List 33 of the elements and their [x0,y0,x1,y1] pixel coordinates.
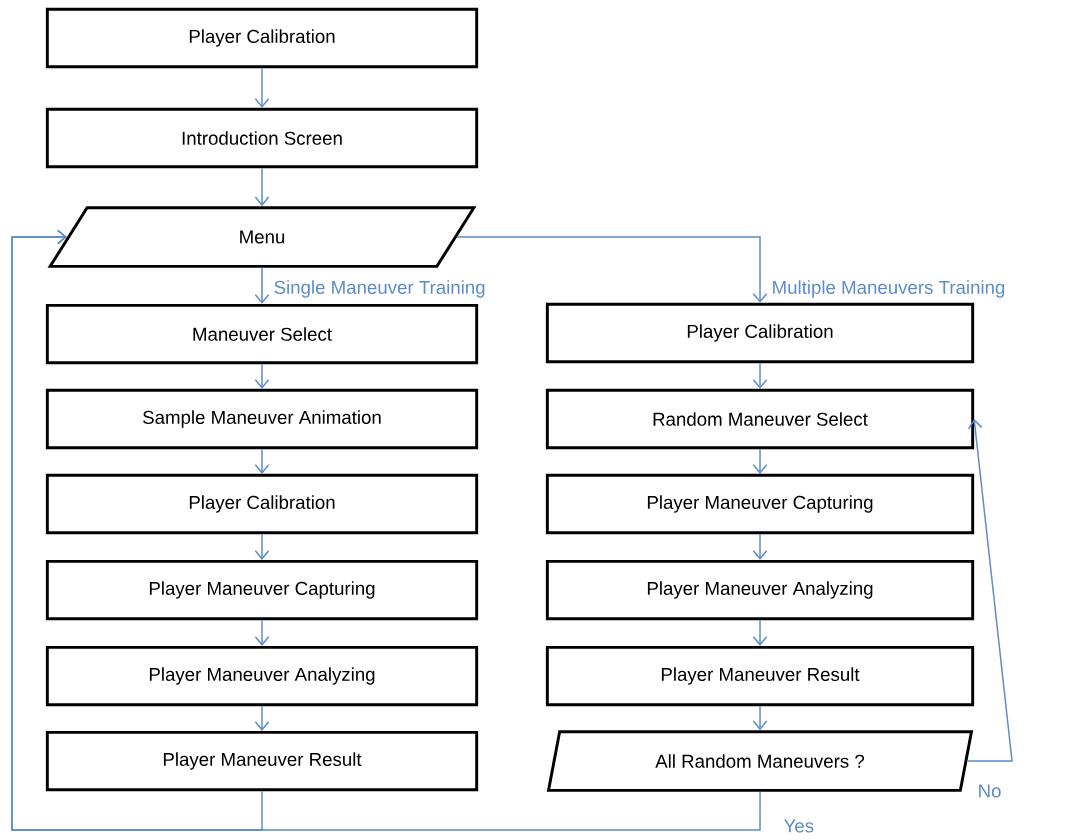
arrow [752,448,768,474]
arrow [752,705,768,731]
arrow [254,619,270,646]
arrow [752,362,768,389]
edge-label: No [976,783,1003,799]
process-box: Player Maneuver Capturing [45,559,479,621]
process-box: Random Maneuver Select [545,388,975,450]
edge-label: Single Maneuver Training [272,278,487,300]
edge-label: Multiple Maneuvers Training [770,278,1007,300]
process-box: Introduction Screen [45,107,479,169]
process-box: Player Maneuver Result [45,730,479,792]
arrow [11,229,761,831]
arrow [752,533,768,560]
arrow [966,419,1013,762]
process-box: Player Maneuver Analyzing [45,645,479,707]
arrow [254,67,270,108]
arrow [254,705,270,731]
process-box: Player Maneuver Result [545,645,975,707]
process-box: Maneuver Select [45,303,479,365]
arrow [254,363,270,389]
process-box: Player Maneuver Capturing [545,473,975,535]
arrow [752,619,768,646]
arrow [254,267,270,304]
arrow [254,448,270,474]
process-box: Sample Maneuver Animation [45,388,479,450]
process-box: Player Calibration [545,302,975,364]
arrow [456,236,768,303]
arrow [254,167,270,207]
process-box: Player Calibration [45,7,479,69]
arrow [254,533,270,560]
process-box: Player Calibration [45,473,479,535]
process-box: Player Maneuver Analyzing [545,559,975,621]
edge-label: Yes [782,818,816,834]
